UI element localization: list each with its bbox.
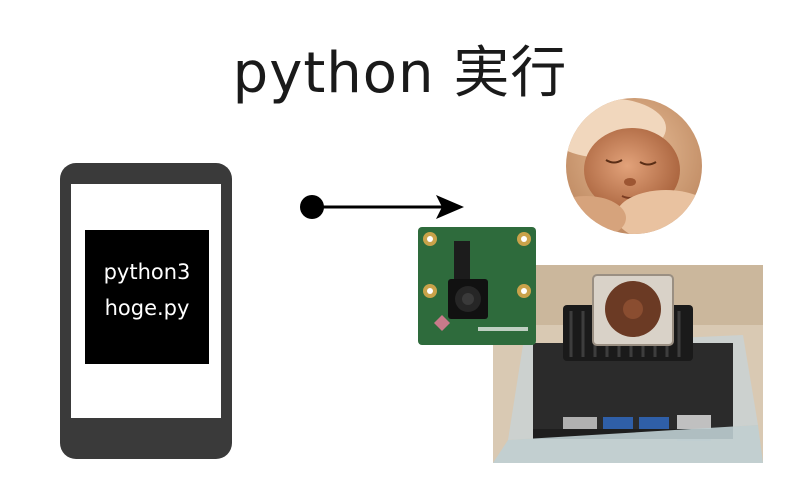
phone-screen: python3 hoge.py bbox=[71, 184, 221, 418]
jetson-board-photo bbox=[493, 265, 763, 463]
arrow-head bbox=[436, 195, 464, 219]
sleeping-baby-photo bbox=[566, 98, 702, 234]
smartphone: python3 hoge.py bbox=[60, 163, 232, 459]
command-line-2: hoge.py bbox=[104, 296, 190, 320]
raspberry-pi-camera-module bbox=[418, 227, 536, 345]
page-title: python 実行 bbox=[232, 41, 568, 106]
command-box: python3 hoge.py bbox=[85, 230, 209, 364]
flow-arrow bbox=[300, 195, 464, 219]
command-line-1: python3 bbox=[103, 260, 191, 284]
